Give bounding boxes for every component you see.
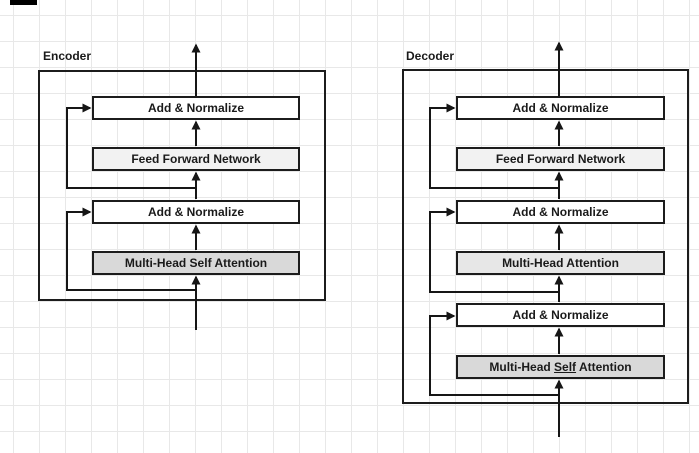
label-pre: Multi-Head xyxy=(489,360,555,374)
decoder-block-add-normalize-2: Add & Normalize xyxy=(456,200,665,224)
encoder-label: Encoder xyxy=(43,49,92,63)
decoder-label: Decoder xyxy=(406,49,455,63)
encoder-block-add-normalize-top: Add & Normalize xyxy=(92,96,300,120)
encoder-block-multi-head-self-attention: Multi-Head Self Attention xyxy=(92,251,300,275)
encoder-container xyxy=(38,70,326,301)
decoder-container xyxy=(402,69,689,404)
top-left-artifact-bar xyxy=(10,0,37,5)
decoder-block-feed-forward-network: Feed Forward Network xyxy=(456,147,665,171)
label-post: Attention xyxy=(576,360,632,374)
decoder-block-add-normalize-3: Add & Normalize xyxy=(456,303,665,327)
encoder-block-feed-forward-network: Feed Forward Network xyxy=(92,147,300,171)
encoder-block-add-normalize-bottom: Add & Normalize xyxy=(92,200,300,224)
decoder-block-add-normalize-1: Add & Normalize xyxy=(456,96,665,120)
decoder-block-multi-head-self-attention: Multi-Head Self Attention xyxy=(456,355,665,379)
label-underlined: Self xyxy=(554,360,577,374)
decoder-block-multi-head-attention: Multi-Head Attention xyxy=(456,251,665,275)
